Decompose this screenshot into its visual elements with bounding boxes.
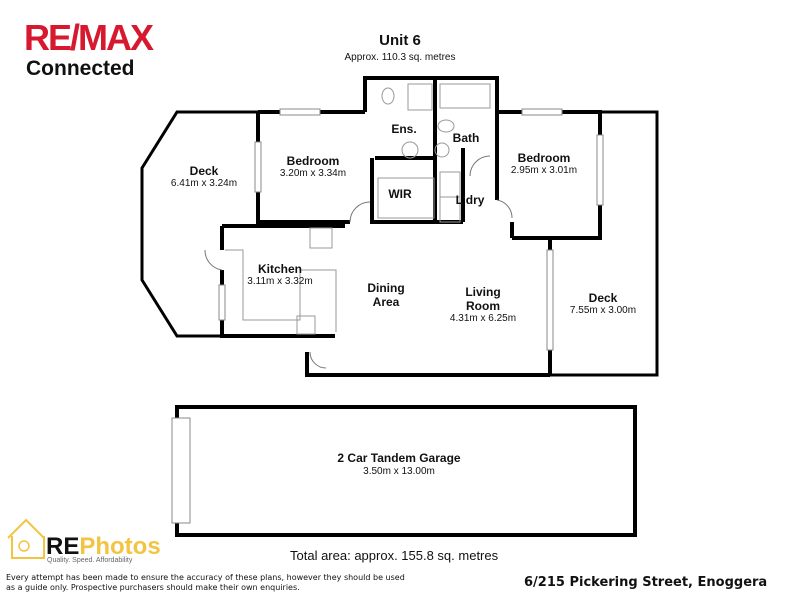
bath-label: Bath xyxy=(452,131,480,145)
agency-subtitle: Connected xyxy=(26,57,135,80)
remax-logo: RE/MAX xyxy=(24,17,154,58)
laundry-label: L'dry xyxy=(455,193,485,207)
dining-label-1: Dining xyxy=(367,281,405,295)
plan-title: Unit 6 xyxy=(379,32,421,49)
deck-right-label: Deck xyxy=(588,291,618,305)
plan-area: Approx. 110.3 sq. metres xyxy=(344,52,456,63)
bedroom-1-label: Bedroom xyxy=(286,154,340,168)
bedroom-2-label: Bedroom xyxy=(517,151,571,165)
kitchen-label: Kitchen xyxy=(257,262,303,276)
deck-right-dims: 7.55m x 3.00m xyxy=(569,305,637,316)
ensuite-label: Ens. xyxy=(391,122,417,136)
rephotos-tagline: Quality. Speed. Affordability xyxy=(47,557,133,564)
disclaimer: Every attempt has been made to ensure th… xyxy=(6,573,426,593)
bedroom-1-dims: 3.20m x 3.34m xyxy=(279,168,347,179)
garage-dims: 3.50m x 13.00m xyxy=(363,466,435,477)
dining-label-2: Area xyxy=(372,295,400,309)
living-dims: 4.31m x 6.25m xyxy=(449,313,517,324)
living-label-2: Room xyxy=(466,299,500,313)
living-label-1: Living xyxy=(465,285,501,299)
rephotos-logo: REPhotos xyxy=(46,533,161,560)
bedroom-2-dims: 2.95m x 3.01m xyxy=(510,165,578,176)
disclaimer-line-1: Every attempt has been made to ensure th… xyxy=(6,573,405,582)
wir-label: WIR xyxy=(388,187,412,201)
rephotos-house-icon xyxy=(7,518,45,559)
deck-left-label: Deck xyxy=(189,164,219,178)
disclaimer-line-2: as a guide only. Prospective purchasers … xyxy=(6,583,300,592)
garage-label: 2 Car Tandem Garage xyxy=(337,451,461,465)
deck-left-dims: 6.41m x 3.24m xyxy=(170,178,238,189)
total-area: Total area: approx. 155.8 sq. metres xyxy=(290,548,499,563)
kitchen-dims: 3.11m x 3.32m xyxy=(247,276,313,287)
property-address: 6/215 Pickering Street, Enoggera xyxy=(524,575,768,590)
